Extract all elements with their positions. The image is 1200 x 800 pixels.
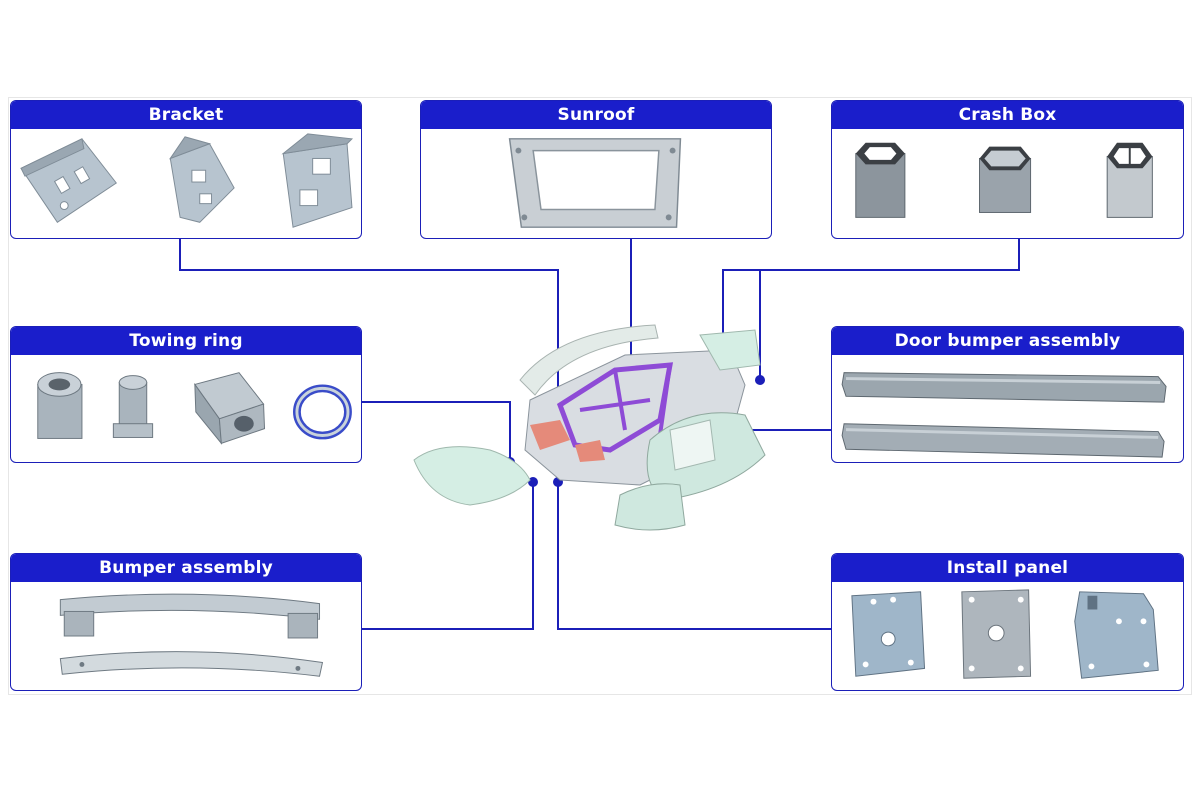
bracket-part-2 <box>169 136 235 223</box>
panel-bumper: Bumper assembly <box>10 553 362 691</box>
install-panel-part-2 <box>961 589 1032 679</box>
sunroof-opening <box>532 149 660 211</box>
door-bumper-beam-1 <box>841 372 1167 403</box>
crash-box-part-3 <box>1106 142 1153 218</box>
towing-ring-part-3 <box>194 372 266 445</box>
panel-title-door-bumper: Door bumper assembly <box>832 327 1183 355</box>
panel-title-bracket: Bracket <box>11 101 361 129</box>
panel-bracket: Bracket <box>10 100 362 239</box>
car-rear-panel <box>699 329 761 371</box>
crash-box-images <box>832 129 1183 238</box>
sunroof-image <box>421 129 771 238</box>
panel-towing-ring: Towing ring <box>10 326 362 463</box>
door-bumper-beam-2 <box>841 423 1165 458</box>
bumper-beam-upper <box>59 593 321 639</box>
towing-ring-part-2 <box>112 375 154 438</box>
diagram-frame <box>8 97 1192 695</box>
install-panel-images <box>832 582 1183 690</box>
install-panel-part-1 <box>851 591 926 677</box>
towing-ring-part-1 <box>37 372 83 439</box>
crash-box-part-1 <box>855 142 906 218</box>
door-bumper-images <box>832 355 1183 462</box>
car-windshield-frame <box>519 324 659 396</box>
towing-ring-images <box>11 355 361 462</box>
panel-title-crash-box: Crash Box <box>832 101 1183 129</box>
bumper-beam-lower <box>59 651 324 677</box>
bracket-images <box>11 129 361 238</box>
panel-door-bumper: Door bumper assembly <box>831 326 1184 463</box>
bumper-images <box>11 582 361 690</box>
car-front-rail <box>530 420 570 450</box>
panel-crash-box: Crash Box <box>831 100 1184 239</box>
car-hood <box>413 446 531 506</box>
panel-title-sunroof: Sunroof <box>421 101 771 129</box>
panel-title-towing-ring: Towing ring <box>11 327 361 355</box>
install-panel-part-3 <box>1074 591 1159 679</box>
car-body-illustration <box>413 324 766 531</box>
bracket-part-3 <box>281 133 354 228</box>
panel-title-bumper: Bumper assembly <box>11 554 361 582</box>
panel-sunroof: Sunroof <box>420 100 772 239</box>
panel-title-install-panel: Install panel <box>832 554 1183 582</box>
crash-box-part-2 <box>979 146 1032 213</box>
towing-ring-part-4 <box>293 384 352 440</box>
panel-install-panel: Install panel <box>831 553 1184 691</box>
bracket-part-1 <box>20 138 117 223</box>
